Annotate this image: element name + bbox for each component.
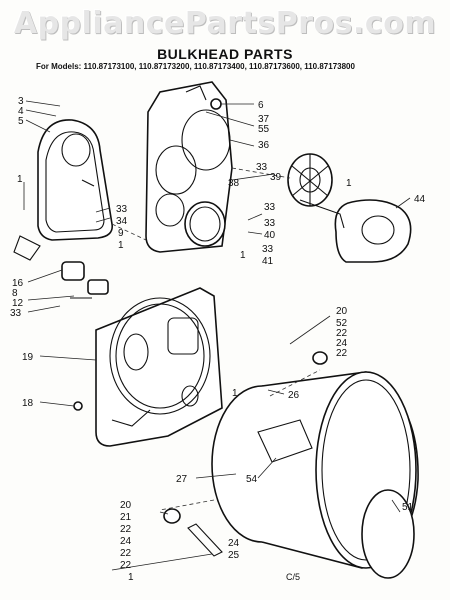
callout-55: 55 <box>258 124 270 135</box>
callout-26: 26 <box>288 390 300 401</box>
callout-18a: 20 <box>336 306 348 317</box>
callout-41: 41 <box>262 256 274 267</box>
callout-37: 37 <box>258 114 270 125</box>
callout-27: 27 <box>176 474 188 485</box>
lower-roller <box>163 508 181 524</box>
leader-lines <box>23 100 411 571</box>
rear-bulkhead-panel <box>95 287 223 447</box>
callout-36: 36 <box>258 140 270 151</box>
callout-1e: 1 <box>232 388 238 399</box>
callout-33c: 33 <box>264 202 276 213</box>
callout-33d: 33 <box>264 218 276 229</box>
drum-seal-54 <box>361 489 415 579</box>
seal-ring-38 <box>184 201 226 247</box>
callout-1b: 1 <box>118 240 124 251</box>
callout-6: 6 <box>258 100 264 111</box>
callout-39: 39 <box>270 172 282 183</box>
callout-19: 21 <box>120 512 132 523</box>
callout-18b: 20 <box>120 500 132 511</box>
callout-labels: 3 4 5 1 33 34 9 1 6 37 55 36 33 39 38 33… <box>10 96 426 583</box>
callout-51: 52 <box>336 318 348 329</box>
lint-duct-housing <box>37 119 114 241</box>
callout-20a: 22 <box>336 328 348 339</box>
models-line: For Models: 110.87173100, 110.87173200, … <box>36 62 355 71</box>
callout-24: 24 <box>228 538 240 549</box>
callout-40: 40 <box>264 230 276 241</box>
callout-33a: 33 <box>116 204 128 215</box>
callout-3: 3 <box>18 96 24 107</box>
callout-5: 5 <box>18 116 24 127</box>
callout-21b: 24 <box>120 536 132 547</box>
diagram-title: BULKHEAD PARTS <box>157 46 293 62</box>
callout-1a: 1 <box>17 174 23 185</box>
callout-33f: 33 <box>10 308 22 319</box>
callout-22: 22 <box>120 560 132 571</box>
callout-25: 25 <box>228 550 240 561</box>
callout-9: 12 <box>12 298 24 309</box>
callout-1c: 1 <box>240 250 246 261</box>
callout-54: 51 <box>402 502 414 513</box>
callout-4: 4 <box>18 106 24 117</box>
callout-20d: 22 <box>120 548 132 559</box>
callout-44: 44 <box>414 194 426 205</box>
footer-code: C/5 <box>286 572 300 582</box>
blower-housing <box>299 199 412 263</box>
callout-20b: 22 <box>336 348 348 359</box>
callout-16: 18 <box>22 398 34 409</box>
callout-8: 9 <box>118 228 124 239</box>
callout-7: 8 <box>12 288 18 299</box>
callout-21a: 24 <box>336 338 348 349</box>
callout-1d: 1 <box>346 178 352 189</box>
thermostat-assembly <box>13 235 109 299</box>
screw-16 <box>73 401 83 411</box>
watermark: AppliancePartsPros.com <box>13 6 437 41</box>
callout-20c: 22 <box>120 524 132 535</box>
callout-38: 38 <box>228 178 240 189</box>
callout-33e: 33 <box>262 244 274 255</box>
idler-arm <box>187 523 223 557</box>
callout-33b: 33 <box>256 162 268 173</box>
drum-roller <box>312 351 328 365</box>
grommet-6 <box>210 98 222 110</box>
callout-17: 19 <box>22 352 34 363</box>
callout-1f: 1 <box>128 572 134 583</box>
callout-34: 34 <box>116 216 128 227</box>
callout-12: 16 <box>12 278 24 289</box>
callout-52: 54 <box>246 474 258 485</box>
blower-wheel <box>287 153 333 207</box>
